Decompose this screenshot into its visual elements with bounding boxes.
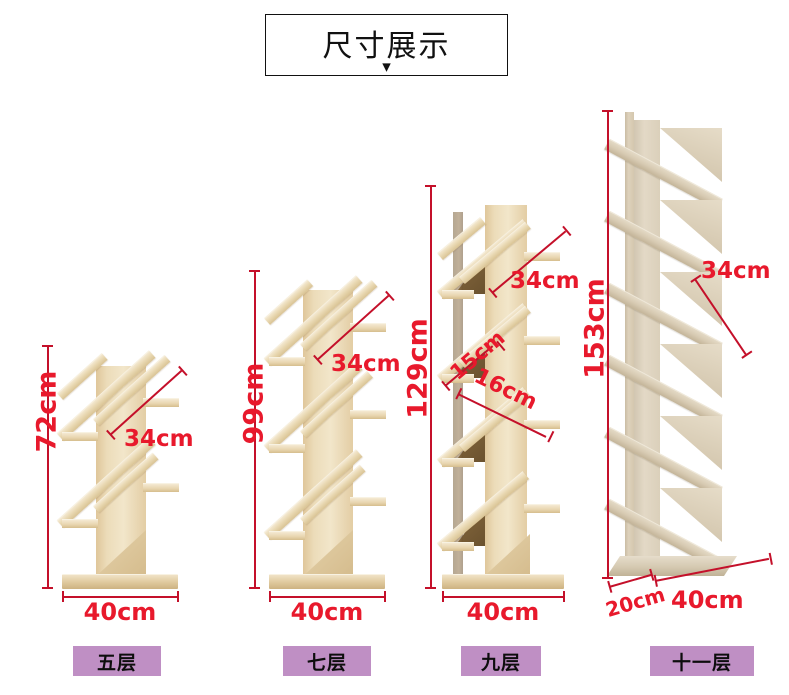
dimension-cap <box>442 591 444 602</box>
base-plate <box>607 556 737 576</box>
height-dimension-line <box>430 185 432 588</box>
height-label: 99cm <box>238 362 270 445</box>
depth-label: 20cm <box>602 582 668 622</box>
diagonal-label: 34cm <box>701 258 771 284</box>
title-box: 尺寸展示 ▾ <box>265 14 508 76</box>
page-title: 尺寸展示 <box>322 29 451 64</box>
height-label: 129cm <box>402 318 434 419</box>
side-ledge <box>269 357 305 366</box>
width-dimension-line <box>269 596 385 598</box>
side-ledge <box>524 504 560 513</box>
side-ledge <box>442 290 474 299</box>
badge-nine-tier[interactable]: 九层 <box>461 646 541 676</box>
chevron-down-icon: ▾ <box>382 57 391 76</box>
side-ledge <box>350 410 386 419</box>
diagonal-label: 34cm <box>510 268 580 294</box>
base-plate <box>442 574 564 589</box>
center-post <box>634 120 660 572</box>
dimension-cap <box>249 270 260 272</box>
width-label: 40cm <box>290 598 364 626</box>
base-plate <box>269 574 385 589</box>
side-ledge <box>442 458 474 467</box>
height-label: 72cm <box>31 370 63 453</box>
side-ledge <box>62 519 98 528</box>
side-ledge <box>350 323 386 332</box>
dimension-cap <box>269 591 271 602</box>
side-ledge <box>269 444 305 453</box>
side-ledge <box>442 542 474 551</box>
side-ledge <box>143 483 179 492</box>
dimension-cap <box>62 591 64 602</box>
dimension-cap <box>602 110 613 112</box>
side-ledge <box>269 531 305 540</box>
width-label: 40cm <box>466 598 540 626</box>
dimension-cap <box>769 552 773 565</box>
back-spine <box>625 112 634 572</box>
side-ledge <box>524 420 560 429</box>
badge-eleven-tier[interactable]: 十一层 <box>650 646 754 676</box>
badge-seven-tier[interactable]: 七层 <box>283 646 371 676</box>
product-eleven-tier: 153cm 20cm 40cm 34cm <box>579 0 789 622</box>
side-ledge <box>524 336 560 345</box>
side-ledge <box>350 497 386 506</box>
diagonal-label: 34cm <box>331 351 401 377</box>
dimension-cap <box>425 587 436 589</box>
height-dimension-line <box>47 345 49 588</box>
side-ledge <box>524 252 560 261</box>
dimension-cap <box>42 345 53 347</box>
dimension-cap <box>602 577 613 579</box>
product-seven-tier: 99cm 40cm 34cm <box>210 0 430 624</box>
dimension-cap <box>177 591 179 602</box>
height-dimension-line <box>254 270 256 588</box>
product-nine-tier: 129cm 40cm 34cm 15cm 16cm <box>400 0 620 624</box>
dimension-cap <box>563 591 565 602</box>
height-dimension-line <box>607 110 609 578</box>
dimension-cap <box>547 431 555 443</box>
width-label: 40cm <box>671 586 744 614</box>
badge-five-tier[interactable]: 五层 <box>73 646 161 676</box>
diagonal-label: 34cm <box>124 426 194 452</box>
side-ledge <box>62 432 98 441</box>
dimension-cap <box>249 587 260 589</box>
side-ledge <box>143 398 179 407</box>
dimension-cap <box>42 587 53 589</box>
width-dimension-line <box>62 596 178 598</box>
width-label: 40cm <box>83 598 157 626</box>
height-label: 153cm <box>579 278 611 379</box>
base-plate <box>62 574 178 589</box>
product-five-tier: 72cm 40cm 34cm <box>0 0 230 624</box>
dimension-cap <box>425 185 436 187</box>
width-dimension-line <box>442 596 564 598</box>
dimension-cap <box>384 591 386 602</box>
